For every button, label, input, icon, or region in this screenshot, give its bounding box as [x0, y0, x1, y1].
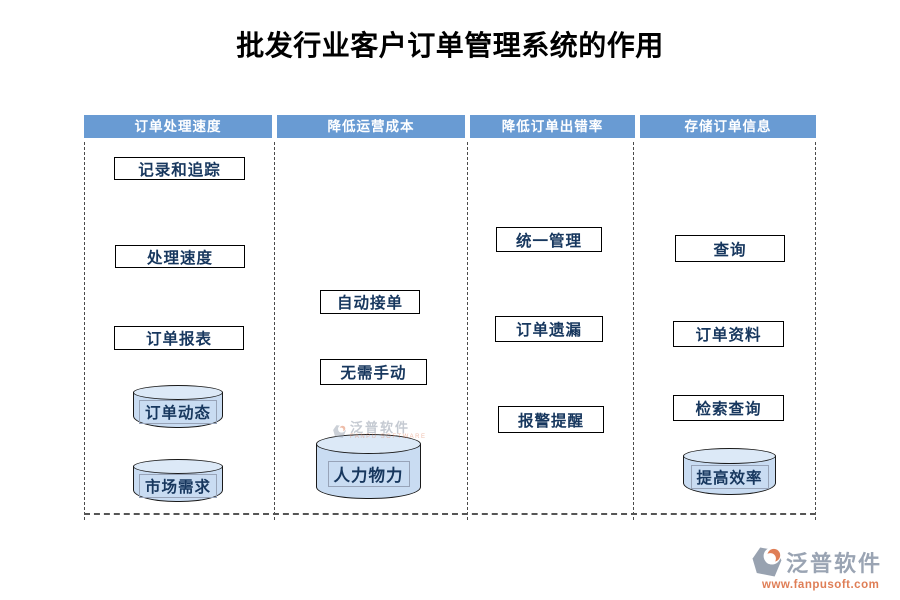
node-cylinder: 市场需求 — [133, 459, 223, 502]
brand-name: 泛普软件 — [786, 551, 883, 576]
node-box: 自动接单 — [320, 290, 420, 314]
cylinder-label: 提高效率 — [690, 465, 769, 489]
node-box: 订单报表 — [114, 326, 244, 350]
node-box: 记录和追踪 — [114, 157, 245, 180]
node-cylinder: 人力物力 — [316, 434, 421, 499]
column-header-store-order-info: 存储订单信息 — [640, 115, 816, 138]
node-box: 订单遗漏 — [495, 316, 603, 342]
column-header-reduce-operating-cost: 降低运营成本 — [277, 115, 465, 138]
cylinder-label: 市场需求 — [138, 474, 218, 498]
diagram: 订单处理速度 降低运营成本 降低订单出错率 存储订单信息 记录和追踪 处理速度 … — [84, 115, 817, 525]
node-box: 统一管理 — [496, 227, 602, 252]
node-cylinder: 订单动态 — [133, 385, 223, 428]
footer-brand: 泛普软件 www.fanpusoft.com — [750, 545, 898, 591]
fanpu-logo-icon — [752, 547, 782, 577]
node-cylinder: 提高效率 — [683, 448, 776, 495]
cylinder-top — [683, 448, 776, 464]
page-title: 批发行业客户订单管理系统的作用 — [236, 31, 664, 62]
node-box: 无需手动 — [320, 359, 427, 385]
brand-website: www.fanpusoft.com — [762, 579, 880, 591]
lane-divider — [84, 142, 85, 520]
lane-divider — [633, 142, 634, 520]
diagram-bottom-border — [84, 513, 816, 515]
column-header-order-processing-speed: 订单处理速度 — [84, 115, 272, 138]
lane-divider — [274, 142, 275, 520]
cylinder-label: 订单动态 — [138, 400, 218, 424]
column-header-reduce-order-error-rate: 降低订单出错率 — [470, 115, 635, 138]
node-box: 查询 — [675, 235, 785, 262]
node-box: 订单资料 — [673, 321, 784, 347]
lane-divider — [815, 142, 816, 520]
cylinder-top — [316, 434, 421, 454]
watermark-text: 泛普软件 — [350, 420, 411, 435]
cylinder-label: 人力物力 — [327, 461, 410, 487]
cylinder-top — [133, 385, 223, 400]
cylinder-top — [133, 459, 223, 474]
node-box: 报警提醒 — [498, 406, 604, 433]
node-box: 检索查询 — [673, 395, 784, 421]
node-box: 处理速度 — [115, 245, 245, 268]
lane-divider — [467, 142, 468, 520]
